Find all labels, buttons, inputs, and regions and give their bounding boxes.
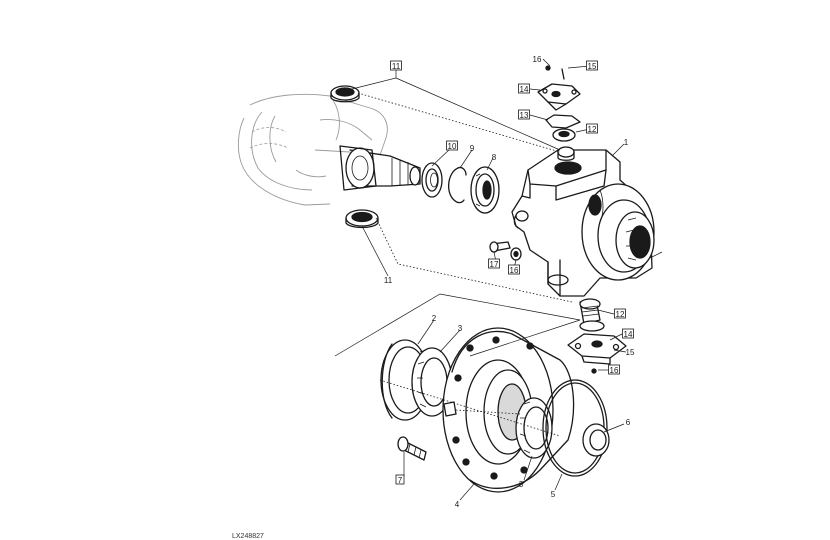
callout-4: 4 bbox=[455, 500, 460, 509]
callout-10: 10 bbox=[446, 140, 458, 151]
callout-box bbox=[488, 258, 500, 269]
callout-16b: 16 bbox=[508, 264, 520, 275]
callout-number: 14 bbox=[624, 330, 633, 339]
callout-12a: 12 bbox=[586, 123, 598, 134]
callout-number: 3 bbox=[519, 480, 524, 489]
callout-box bbox=[586, 123, 598, 134]
callout-2: 2 bbox=[432, 314, 437, 323]
callout-number: 3 bbox=[458, 324, 463, 333]
drive-shaft-ujoint bbox=[339, 145, 421, 191]
callout-8: 8 bbox=[492, 153, 497, 162]
callout-6: 6 bbox=[626, 418, 631, 427]
callout-number: 14 bbox=[520, 85, 529, 94]
callout-16c: 16 bbox=[608, 364, 620, 375]
callout-number: 11 bbox=[392, 62, 401, 71]
callout-3b: 3 bbox=[519, 480, 524, 489]
steering-knuckle-housing bbox=[511, 149, 655, 297]
callout-14a: 14 bbox=[518, 83, 530, 94]
callout-number: 15 bbox=[588, 62, 597, 71]
callout-number: 12 bbox=[616, 310, 625, 319]
callout-number: 15 bbox=[626, 348, 635, 357]
callout-number: 6 bbox=[626, 418, 631, 427]
callout-number: 4 bbox=[455, 500, 460, 509]
callout-box bbox=[586, 60, 598, 71]
callout-14b: 14 bbox=[622, 328, 634, 339]
callout-number: 16 bbox=[610, 366, 619, 375]
seal-6 bbox=[582, 423, 610, 457]
callout-11b: 11 bbox=[384, 276, 393, 285]
callout-box bbox=[614, 308, 626, 319]
callout-box bbox=[518, 83, 530, 94]
callout-box bbox=[446, 140, 458, 151]
callout-9: 9 bbox=[470, 144, 475, 153]
upper-pivot-cap bbox=[537, 65, 581, 161]
callout-box bbox=[395, 474, 405, 485]
bearing-cone-cup bbox=[380, 339, 453, 421]
callout-number: 2 bbox=[432, 314, 437, 323]
callout-leaders bbox=[347, 58, 663, 501]
wheel-bolt-7 bbox=[397, 436, 427, 461]
callout-15b: 15 bbox=[626, 348, 635, 357]
callout-number: 16 bbox=[510, 266, 519, 275]
callout-number: 10 bbox=[448, 142, 457, 151]
callout-number: 12 bbox=[588, 125, 597, 134]
callout-3a: 3 bbox=[458, 324, 463, 333]
lower-pivot-assembly bbox=[567, 298, 627, 374]
callout-box bbox=[608, 364, 620, 375]
callout-number: 1 bbox=[624, 138, 629, 147]
callout-12b: 12 bbox=[614, 308, 626, 319]
seal-lower bbox=[345, 209, 379, 229]
callout-number: 9 bbox=[470, 144, 475, 153]
callout-11a: 11 bbox=[390, 60, 402, 71]
axle-housing-phantom bbox=[237, 93, 388, 206]
callout-labels: 11 11 16 15 14 13 12 1 10 9 8 17 16 12 14 15 16 2 3 6 7 3 5 4 bbox=[384, 55, 635, 509]
callout-number: 16 bbox=[533, 55, 542, 64]
callout-box bbox=[390, 60, 402, 71]
snap-ring-9 bbox=[448, 166, 467, 204]
wheel-hub bbox=[442, 327, 575, 493]
callout-box bbox=[508, 264, 520, 275]
seal-ring-10 bbox=[421, 162, 443, 198]
callout-box bbox=[518, 109, 530, 120]
callout-number: 11 bbox=[384, 276, 393, 285]
callout-1: 1 bbox=[624, 138, 629, 147]
bearing-8 bbox=[470, 166, 500, 214]
callout-7: 7 bbox=[395, 474, 405, 485]
callout-number: 7 bbox=[398, 476, 403, 485]
callout-number: 8 bbox=[492, 153, 497, 162]
assembly-guide-lines bbox=[334, 92, 581, 437]
callout-15a: 15 bbox=[586, 60, 598, 71]
callout-number: 17 bbox=[490, 260, 499, 269]
callout-box bbox=[622, 328, 634, 339]
callout-17: 17 bbox=[488, 258, 500, 269]
callout-16a: 16 bbox=[533, 55, 542, 64]
bolt-17-washer-16 bbox=[489, 241, 522, 261]
callout-5: 5 bbox=[551, 490, 556, 499]
callout-number: 5 bbox=[551, 490, 556, 499]
callout-number: 13 bbox=[520, 111, 529, 120]
callout-13a: 13 bbox=[518, 109, 530, 120]
image-code: LX248827 bbox=[232, 533, 264, 540]
